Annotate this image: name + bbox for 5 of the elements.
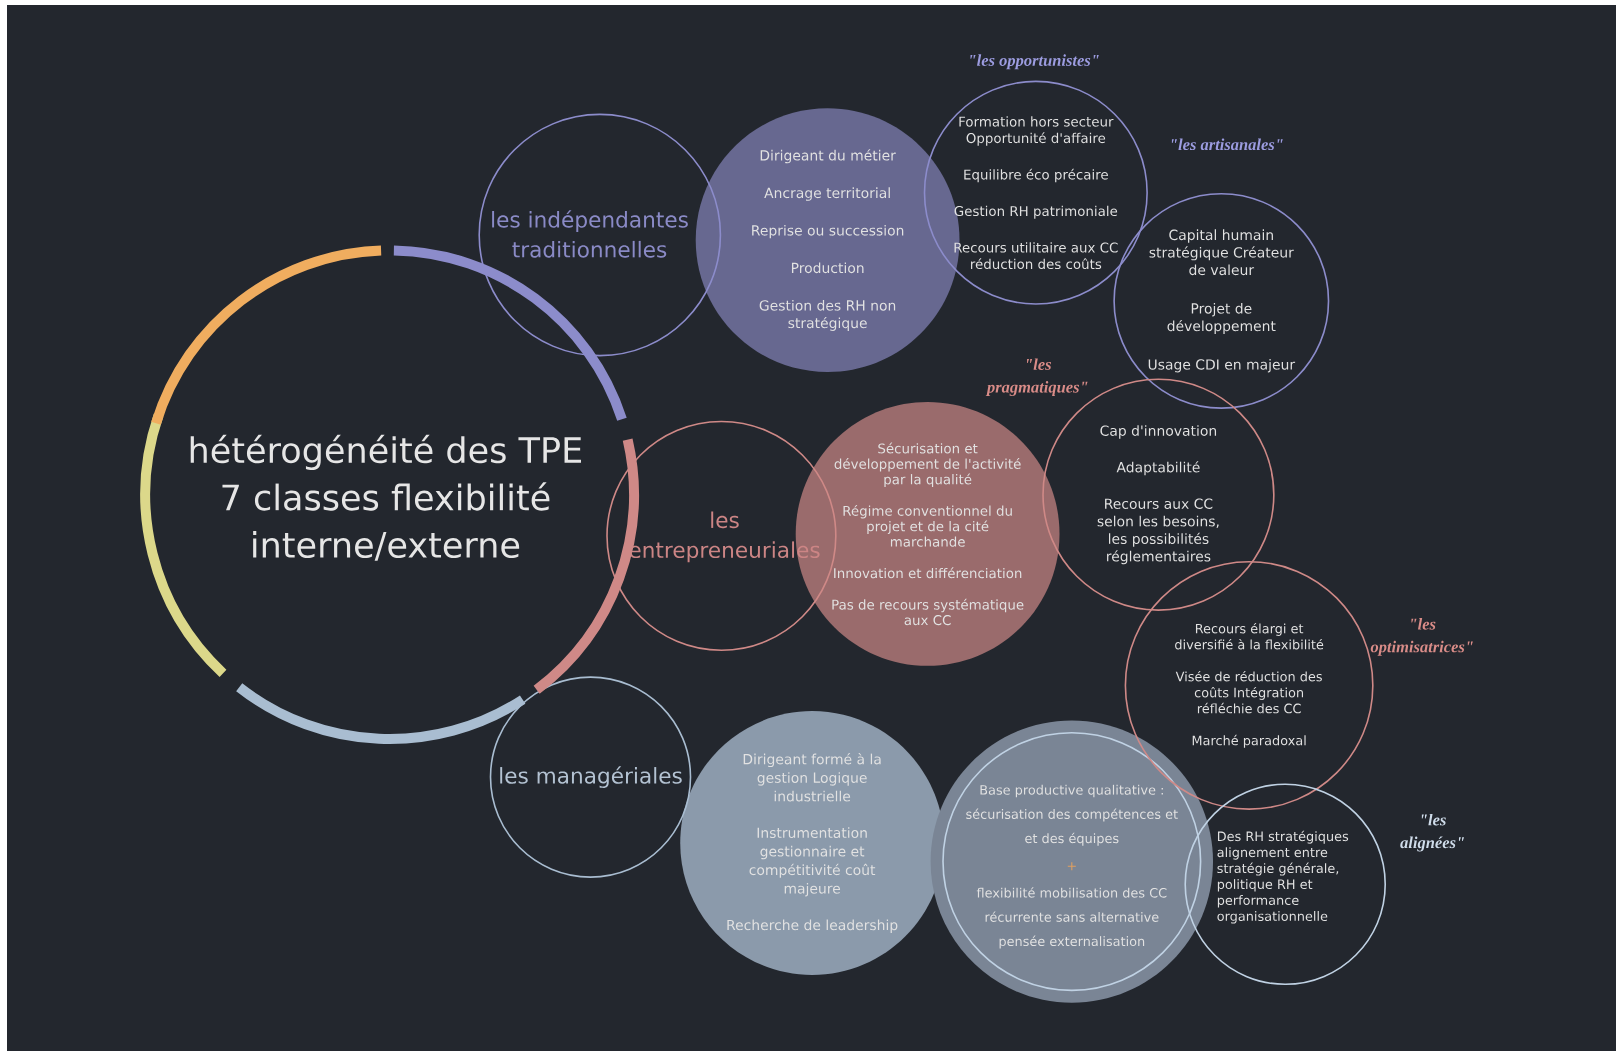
title-text: hétérogénéité des TPE 7 classes flexibilité interne/externe (190, 434, 581, 561)
class-name: "les pragmatiques" (985, 358, 1088, 396)
class-name: "les opportunistes" (970, 54, 1099, 70)
class-name: "les alignées" (1400, 813, 1465, 852)
class-name: "les artisanales" (1171, 138, 1283, 151)
